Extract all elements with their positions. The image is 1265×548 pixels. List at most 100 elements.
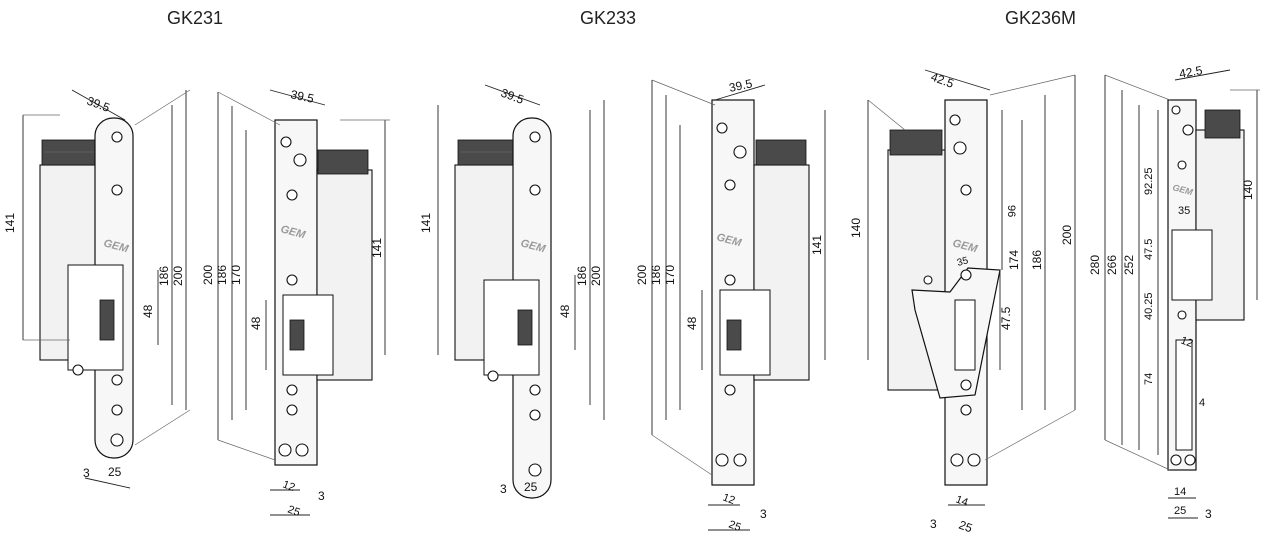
- dim-35: 35: [956, 255, 970, 269]
- screw-hole: [953, 141, 967, 155]
- dim-74: 74: [1143, 373, 1155, 385]
- dim-25: 25: [1174, 505, 1186, 517]
- screw-hole: [724, 179, 736, 191]
- dim-12: 12: [1179, 335, 1195, 350]
- terminal-block: [41, 139, 98, 166]
- dim-48: 48: [685, 316, 699, 330]
- screw-hole: [1170, 454, 1182, 466]
- dim-3: 3: [1205, 507, 1212, 521]
- screw-hole: [528, 463, 542, 477]
- latch-opening: [954, 299, 976, 371]
- screw-hole: [487, 370, 499, 382]
- dim-200: 200: [201, 265, 215, 285]
- strike-slot: [1175, 339, 1193, 451]
- screw-hole: [111, 374, 123, 386]
- screw-hole: [733, 453, 747, 467]
- dim-200: 200: [589, 266, 603, 286]
- dim-3: 3: [760, 507, 767, 521]
- dim-48: 48: [141, 304, 155, 318]
- dim-170: 170: [229, 265, 243, 285]
- dim-140: 140: [1241, 180, 1255, 200]
- screw-hole: [724, 274, 736, 286]
- screw-hole: [949, 114, 961, 126]
- dim-200: 200: [171, 266, 185, 286]
- dim-92-25: 92.25: [1143, 167, 1155, 195]
- dim-3: 3: [500, 482, 507, 496]
- dim-141: 141: [810, 235, 824, 255]
- gk233-back-view: GEM 39.5 200 186 170 48 141 12 25 3: [635, 76, 826, 534]
- screw-hole: [111, 404, 123, 416]
- dim-25: 25: [286, 504, 302, 519]
- dim-174: 174: [1007, 250, 1021, 270]
- screw-hole: [111, 131, 123, 143]
- dim-140: 140: [849, 218, 863, 238]
- dim-280: 280: [1088, 255, 1102, 275]
- gk231-front-view: GEM 141 39.5 186 200 48 3 25: [3, 89, 191, 489]
- screw-hole: [278, 443, 292, 457]
- title-gk236m: GK236M: [1005, 8, 1077, 28]
- dim-96: 96: [1005, 205, 1017, 217]
- latch: [289, 319, 305, 351]
- screw-hole: [280, 136, 292, 148]
- gk236m-back-view: GEM 42.5 280 266 252 92.25 35 47.5 40.25…: [1088, 63, 1260, 521]
- dim-141: 141: [370, 238, 384, 258]
- terminal-block: [755, 139, 807, 166]
- terminal-block: [1204, 109, 1241, 139]
- dim-48: 48: [249, 316, 263, 330]
- dim-170: 170: [663, 265, 677, 285]
- dim-12: 12: [721, 492, 737, 507]
- dim-3: 3: [930, 517, 937, 531]
- screw-hole: [715, 453, 729, 467]
- dim-4: 4: [1199, 397, 1205, 409]
- gk233-front-view: GEM 141 39.5 186 200 48 3 25: [419, 84, 605, 499]
- dim-39-5: 39.5: [499, 86, 526, 107]
- dim-186: 186: [649, 265, 663, 285]
- dim-39-5: 39.5: [728, 76, 754, 95]
- title-gk233: GK233: [580, 8, 637, 28]
- dim-25: 25: [957, 518, 975, 536]
- screw-hole: [286, 404, 298, 416]
- dim-48: 48: [558, 304, 572, 318]
- dim-35: 35: [1178, 205, 1190, 217]
- screw-hole: [110, 433, 124, 447]
- screw-hole: [286, 189, 298, 201]
- screw-hole: [733, 145, 747, 159]
- gk236m-front-view: GEM 42.5 140 96 35 47.5 174 186 200 14 3…: [849, 69, 1076, 536]
- screw-hole: [529, 384, 541, 396]
- dim-186: 186: [157, 266, 171, 286]
- screw-hole: [295, 443, 309, 457]
- screw-hole: [111, 184, 123, 196]
- dim-141: 141: [3, 213, 17, 233]
- screw-hole: [529, 131, 541, 143]
- dim-14: 14: [1174, 486, 1186, 498]
- dim-25: 25: [727, 519, 743, 534]
- screw-hole: [293, 153, 307, 167]
- dim-252: 252: [1122, 255, 1136, 275]
- dim-25: 25: [524, 480, 538, 494]
- dim-266: 266: [1105, 255, 1119, 275]
- dim-39-5: 39.5: [289, 87, 315, 106]
- dim-186: 186: [1030, 250, 1044, 270]
- screw-hole: [1171, 105, 1181, 115]
- screw-hole: [923, 275, 933, 285]
- screw-hole: [960, 404, 972, 416]
- latch-opening: [67, 264, 124, 371]
- screw-hole: [724, 384, 736, 396]
- screw-hole: [716, 122, 728, 134]
- gk231-back-view: GEM 39.5 200 186 170 48 141 12 25 3: [201, 87, 390, 519]
- screw-hole: [1182, 124, 1194, 136]
- screw-hole: [1177, 310, 1187, 320]
- screw-hole: [1177, 160, 1187, 170]
- dim-47-5: 47.5: [1143, 239, 1155, 260]
- dim-12: 12: [281, 479, 297, 494]
- dim-200: 200: [635, 265, 649, 285]
- dim-3: 3: [318, 489, 325, 503]
- terminal-block: [317, 149, 369, 175]
- latch: [99, 299, 115, 341]
- screw-hole: [950, 453, 964, 467]
- screw-hole: [72, 364, 84, 376]
- dim-40-25: 40.25: [1143, 292, 1155, 320]
- dim-186: 186: [575, 266, 589, 286]
